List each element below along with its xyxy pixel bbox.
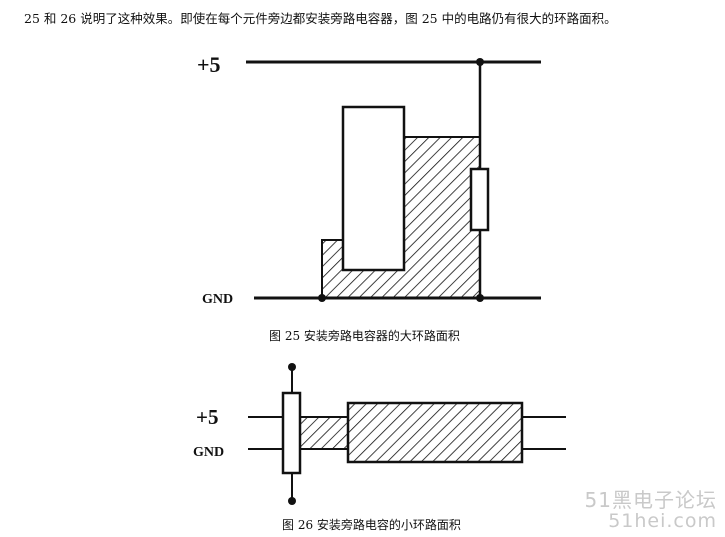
ic-chip [341, 105, 406, 272]
cap-lead-dot-bottom [288, 497, 296, 505]
figure-25-caption: 图 25 安装旁路电容器的大环路面积 [269, 329, 460, 343]
junction-dot-gnd-right [476, 294, 484, 302]
watermark-site-url: 51hei.com [608, 510, 717, 532]
intro-paragraph: 25 和 26 说明了这种效果。即使在每个元件旁边都安装旁路电容器，图 25 中… [24, 11, 617, 26]
loop-area-outline [321, 136, 480, 298]
figure-26: +5 GND [193, 363, 566, 505]
fig25-vcc-label: +5 [197, 52, 221, 77]
watermark-site-name: 51黑电子论坛 [584, 488, 717, 512]
figure-26-caption: 图 26 安装旁路电容的小环路面积 [282, 518, 461, 532]
junction-dot-top [476, 58, 484, 66]
cap-lead-dot-top [288, 363, 296, 371]
bypass-capacitor-small [281, 391, 302, 475]
junction-dot-gnd-left [318, 294, 326, 302]
bypass-capacitor [469, 167, 490, 232]
loop-area-hatch [322, 137, 480, 298]
small-loop-hatch [299, 416, 349, 450]
fig26-gnd-label: GND [193, 445, 224, 460]
fig25-gnd-label: GND [202, 292, 233, 307]
ic-chip-hatched [346, 401, 524, 464]
figure-25: +5 GND [197, 52, 541, 307]
fig26-vcc-label: +5 [196, 405, 218, 429]
